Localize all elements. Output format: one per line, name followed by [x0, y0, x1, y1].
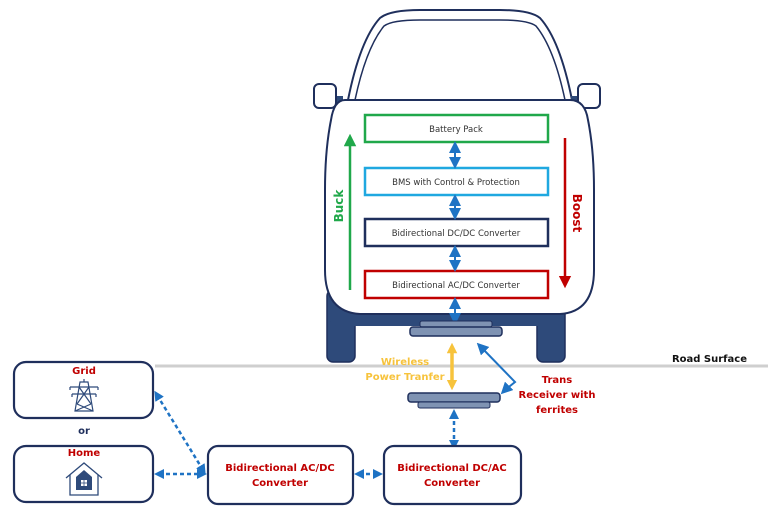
left-mirror-mount [337, 96, 343, 104]
arrow-grid-acdc [154, 390, 206, 475]
boost-label: Boost [570, 194, 584, 233]
dc-dc-converter-block: Bidirectional DC/DC Converter [363, 217, 550, 248]
ground-acdc-line2: Converter [252, 478, 308, 489]
vehicle [313, 9, 601, 363]
ground-dcac-converter-box: Bidirectional DC/AC Converter [382, 444, 523, 506]
grid-box: Grid [12, 360, 155, 420]
battery-pack-label: Battery Pack [429, 125, 483, 135]
bms-block: BMS with Control & Protection [363, 166, 550, 197]
grid-label: Grid [72, 366, 96, 377]
home-box: Home [12, 444, 155, 504]
ground-acdc-converter-box: Bidirectional AC/DC Converter [206, 444, 355, 506]
transceiver-pointer-head-top [476, 342, 490, 356]
vehicle-receiver-pad [409, 320, 503, 337]
left-mirror [313, 83, 337, 109]
wireless-label-line2: Power Tranfer [365, 372, 444, 383]
transceiver-label-line3: ferrites [536, 405, 578, 416]
right-mirror [577, 83, 601, 109]
ground-dcac-line2: Converter [424, 478, 480, 489]
buck-label: Buck [332, 189, 346, 223]
house-icon [65, 462, 103, 496]
ground-acdc-line1: Bidirectional AC/DC [225, 463, 335, 474]
road-surface-label: Road Surface [672, 354, 747, 365]
transceiver-pointer [480, 346, 517, 391]
ground-transmitter-pad [407, 392, 501, 409]
transmission-tower-icon [69, 379, 99, 412]
battery-pack-block: Battery Pack [363, 113, 550, 144]
ac-dc-converter-block: Bidirectional AC/DC Converter [363, 269, 550, 300]
transceiver-label-line1: Trans [542, 375, 573, 386]
dc-dc-converter-label: Bidirectional DC/DC Converter [392, 229, 521, 239]
or-label: or [78, 426, 90, 437]
windshield [354, 19, 566, 101]
wireless-label-line1: Wireless [381, 357, 429, 368]
home-label: Home [68, 448, 101, 459]
bms-label: BMS with Control & Protection [392, 178, 520, 188]
transceiver-label-line2: Receiver with [519, 390, 596, 401]
transceiver-pointer-head-bottom [500, 381, 514, 395]
ground-dcac-line1: Bidirectional DC/AC [397, 463, 507, 474]
ac-dc-converter-label: Bidirectional AC/DC Converter [392, 281, 520, 291]
